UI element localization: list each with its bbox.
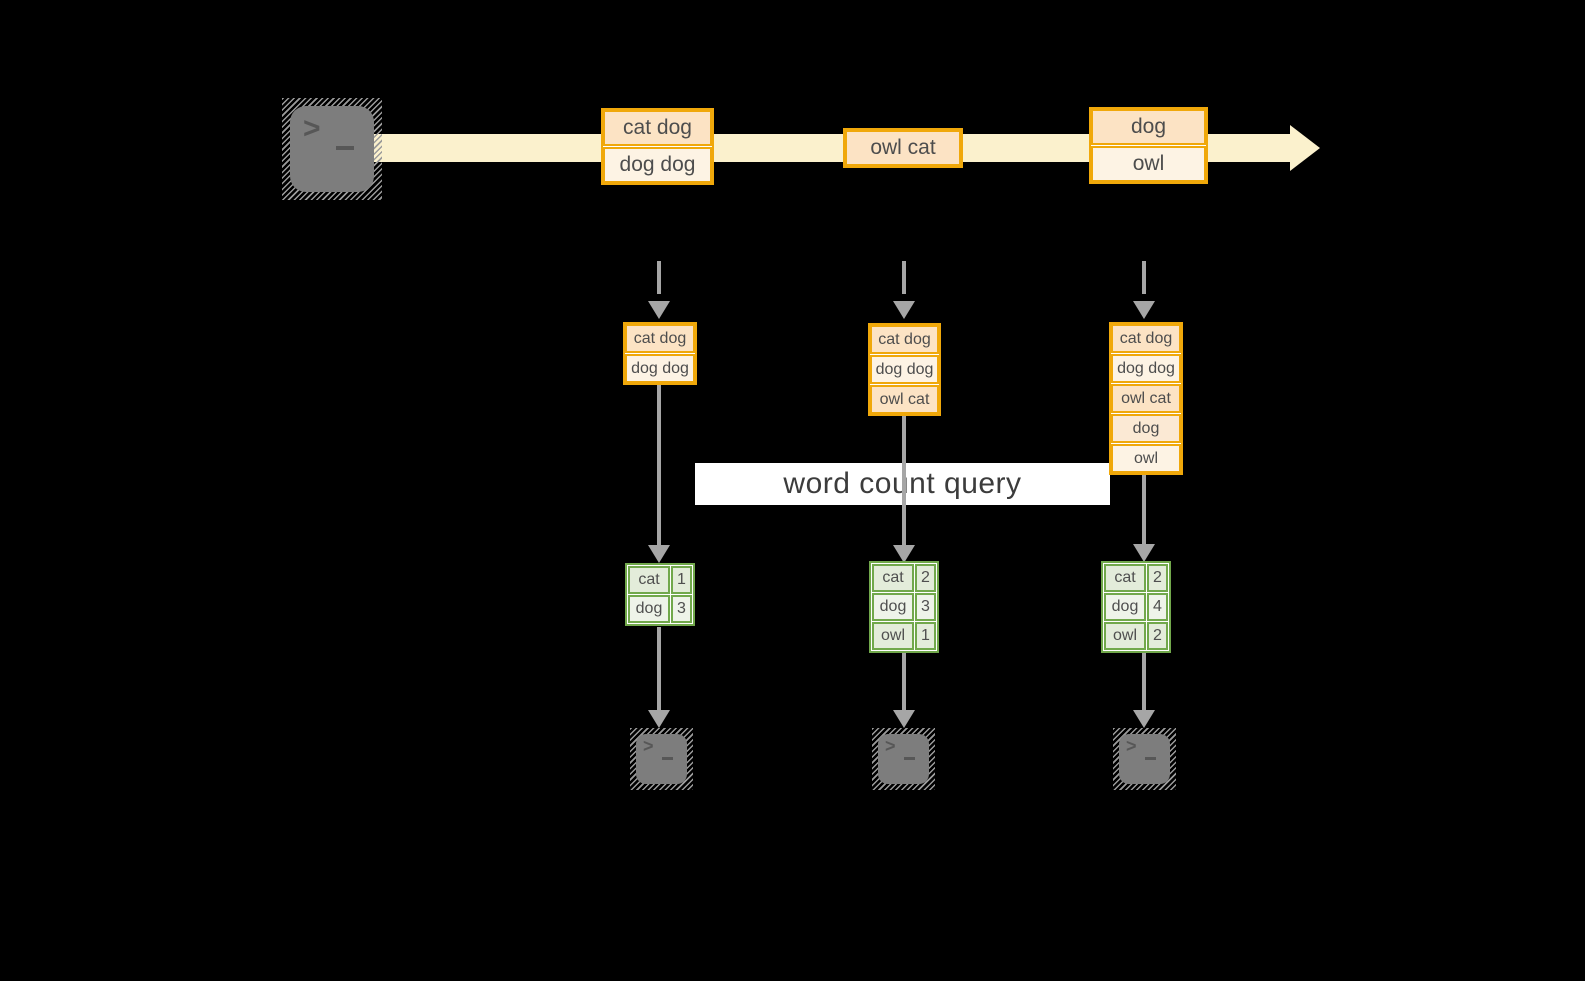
table-cell-count: 2 (915, 564, 936, 592)
prompt-glyph-icon: > (643, 736, 654, 756)
table-row: cat 2 (872, 564, 936, 592)
buffer-row: dog (1111, 414, 1181, 443)
message-row: dog (1091, 109, 1206, 145)
buffer-row: owl cat (1111, 384, 1181, 413)
terminal-body: > (290, 106, 374, 192)
stream-message-box-1: cat dog dog dog (601, 108, 714, 185)
buffer-row: cat dog (1111, 324, 1181, 353)
output-terminal-icon: > (1113, 728, 1176, 790)
ingest-arrow-head-icon (1133, 301, 1155, 319)
cursor-glyph-icon (662, 757, 673, 760)
terminal-body: > (878, 734, 929, 784)
arrow-head-icon (1133, 710, 1155, 728)
terminal-body: > (636, 734, 687, 784)
ingest-arrow-dash (657, 261, 661, 294)
table-cell-count: 2 (1147, 622, 1168, 650)
stream-message-box-2: owl cat (843, 128, 963, 168)
cursor-glyph-icon (904, 757, 915, 760)
buffer-stack-2: cat dog dog dog owl cat (868, 323, 941, 416)
result-table-3: cat 2 dog 4 owl 2 (1101, 561, 1171, 653)
buffer-row: owl (1111, 444, 1181, 473)
arrow-head-icon (893, 710, 915, 728)
message-row: owl cat (845, 130, 961, 166)
arrow-head-icon (648, 710, 670, 728)
buffer-stack-3: cat dog dog dog owl cat dog owl (1109, 322, 1183, 475)
table-cell-word: cat (872, 564, 914, 592)
table-cell-count: 3 (915, 593, 936, 621)
buffer-row: dog dog (870, 355, 939, 384)
table-cell-word: owl (1104, 622, 1146, 650)
table-row: dog 3 (872, 593, 936, 621)
stream-arrow-head-icon (1290, 125, 1320, 171)
table-cell-word: owl (872, 622, 914, 650)
ingest-arrow-head-icon (893, 301, 915, 319)
table-cell-word: dog (628, 595, 670, 623)
arrow-head-icon (1133, 544, 1155, 562)
message-row: cat dog (603, 110, 712, 146)
arrow-line (657, 385, 661, 545)
buffer-row: dog dog (1111, 354, 1181, 383)
table-cell-word: cat (1104, 564, 1146, 592)
arrow-head-icon (893, 545, 915, 563)
ingest-arrow-dash (902, 261, 906, 294)
result-table-1: cat 1 dog 3 (625, 563, 695, 626)
stream-message-box-3: dog owl (1089, 107, 1208, 184)
arrow-line (902, 416, 906, 545)
arrow-line (657, 627, 661, 710)
table-row: dog 4 (1104, 593, 1168, 621)
ingest-arrow-head-icon (648, 301, 670, 319)
prompt-glyph-icon: > (885, 736, 896, 756)
table-row: owl 1 (872, 622, 936, 650)
message-row: dog dog (603, 147, 712, 183)
cursor-glyph-icon (1145, 757, 1156, 760)
buffer-row: cat dog (870, 325, 939, 354)
table-cell-word: dog (872, 593, 914, 621)
buffer-stack-1: cat dog dog dog (623, 322, 697, 385)
table-cell-count: 4 (1147, 593, 1168, 621)
ingest-arrow-dash (1142, 261, 1146, 294)
table-row: cat 1 (628, 566, 692, 594)
buffer-row: owl cat (870, 385, 939, 414)
buffer-row: dog dog (625, 354, 695, 383)
result-table-2: cat 2 dog 3 owl 1 (869, 561, 939, 653)
buffer-row: cat dog (625, 324, 695, 353)
table-cell-count: 1 (915, 622, 936, 650)
table-cell-count: 2 (1147, 564, 1168, 592)
output-terminal-icon: > (630, 728, 693, 790)
message-row: owl (1091, 146, 1206, 182)
terminal-body: > (1119, 734, 1170, 784)
prompt-glyph-icon: > (303, 112, 321, 145)
table-cell-word: dog (1104, 593, 1146, 621)
table-row: owl 2 (1104, 622, 1168, 650)
source-terminal-icon: > (282, 98, 382, 200)
arrow-line (1142, 475, 1146, 544)
arrow-line (902, 653, 906, 710)
arrow-line (1142, 653, 1146, 710)
table-cell-count: 1 (671, 566, 692, 594)
table-row: cat 2 (1104, 564, 1168, 592)
table-cell-word: cat (628, 566, 670, 594)
output-terminal-icon: > (872, 728, 935, 790)
table-cell-count: 3 (671, 595, 692, 623)
table-row: dog 3 (628, 595, 692, 623)
prompt-glyph-icon: > (1126, 736, 1137, 756)
arrow-head-icon (648, 545, 670, 563)
cursor-glyph-icon (336, 146, 354, 150)
